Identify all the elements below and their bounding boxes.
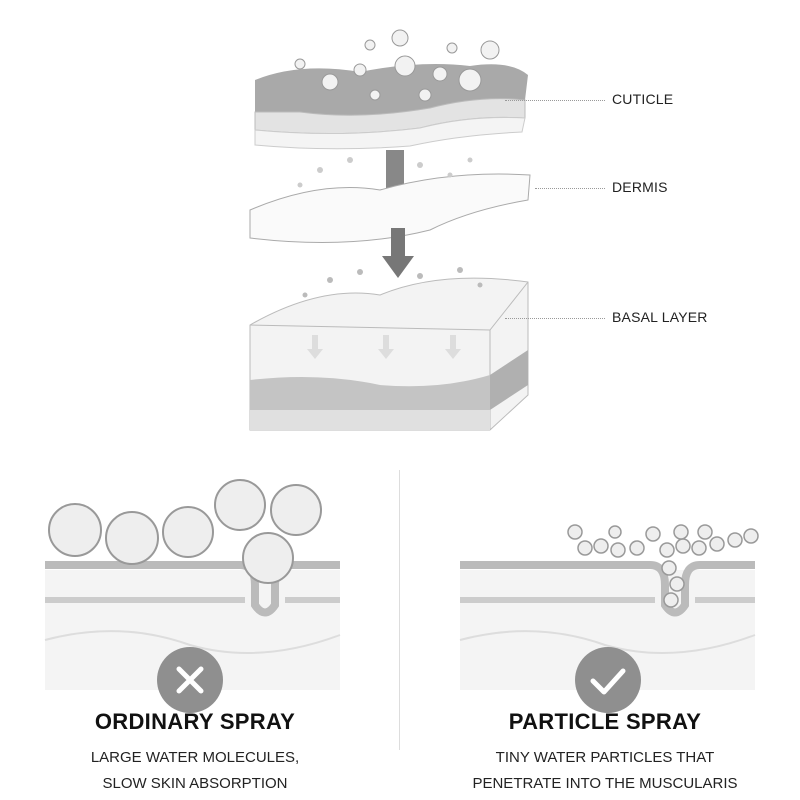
cuticle-leader-line	[505, 100, 605, 101]
ordinary-spray-description-line-2: SLOW SKIN ABSORPTION	[102, 775, 288, 792]
ordinary-spray-title: ORDINARY SPRAY	[94, 709, 296, 734]
cuticle-label: CUTICLE	[612, 91, 674, 107]
particle-spray-description-line-1: TINY WATER PARTICLES THAT	[495, 749, 715, 766]
particle-spray-title: PARTICLE SPRAY	[508, 709, 702, 734]
dermis-label: DERMIS	[612, 179, 668, 195]
dermis-leader-line	[535, 188, 605, 189]
basal-layer-leader-line	[505, 318, 605, 319]
cross-icon	[176, 666, 204, 694]
panel-divider	[399, 470, 400, 750]
cuticle-layer	[254, 64, 528, 150]
cross-badge	[157, 647, 223, 713]
check-icon	[590, 668, 626, 695]
ordinary-spray-description-line-1: LARGE WATER MOLECULES,	[90, 749, 300, 766]
ordinary-spray-illustration	[44, 479, 341, 690]
skin-layers-illustration	[249, 29, 531, 431]
particle-spray-description-line-2: PENETRATE INTO THE MUSCULARIS	[472, 775, 738, 792]
check-badge	[575, 647, 641, 713]
basal-layer-label: BASAL LAYER	[612, 309, 708, 325]
